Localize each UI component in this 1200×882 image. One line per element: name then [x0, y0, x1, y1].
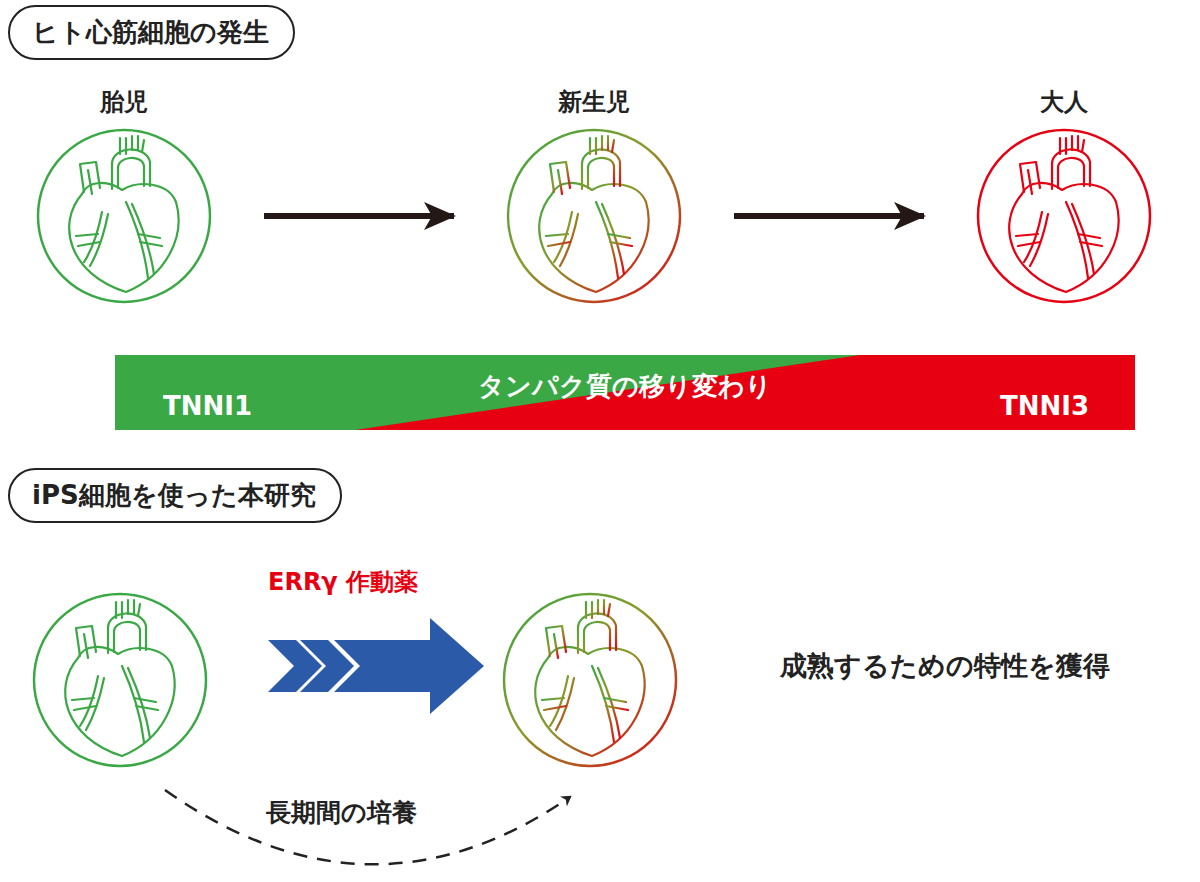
transition-band: TNNI1 タンパク質の移り変わり TNNI3: [115, 355, 1135, 430]
stage-label: 大人: [974, 84, 1154, 120]
drug-arrow: [268, 618, 484, 714]
heart-illustration: [974, 126, 1154, 306]
heart-circle: 胎児: [34, 84, 214, 306]
heart-illustration: [34, 126, 214, 306]
stage-label: 新生児: [504, 84, 684, 120]
section-pill: ヒト心筋細胞の発生: [8, 5, 295, 60]
result-label: 成熟するための特性を獲得: [780, 648, 1110, 684]
section-title: ヒト心筋細胞の発生: [10, 7, 293, 58]
stage-arrow: [734, 213, 924, 219]
stage-label: 胎児: [34, 84, 214, 120]
drug-label: ERRγ 作動薬: [268, 566, 418, 598]
heart-circle: 新生児: [504, 84, 684, 306]
band-title: タンパク質の移り変わり: [478, 369, 772, 404]
culture-label: 長期間の培養: [262, 796, 421, 829]
culture-curve: [165, 790, 570, 864]
cell-circle-immature: [34, 594, 206, 766]
heart-circle: 大人: [974, 84, 1154, 306]
protein-name: TNNI3: [1000, 391, 1089, 421]
heart-illustration: [504, 126, 684, 306]
cell-circle-matured: [504, 594, 676, 766]
protein-name: TNNI1: [163, 391, 252, 421]
section-title: iPS細胞を使った本研究: [10, 470, 340, 521]
stage-arrow: [264, 213, 454, 219]
section-pill: iPS細胞を使った本研究: [8, 468, 342, 523]
